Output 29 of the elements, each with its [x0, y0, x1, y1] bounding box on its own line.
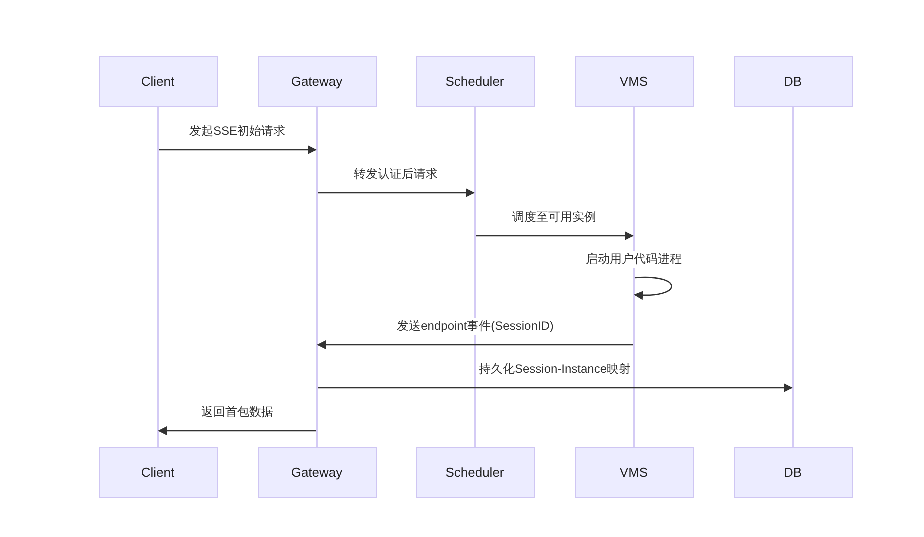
message-label: 发送endpoint事件(SessionID) — [395, 318, 556, 335]
participant-box: VMS — [574, 447, 694, 498]
participant-box: DB — [734, 56, 852, 107]
message-label: 转发认证后请求 — [352, 166, 440, 183]
participant-box: Client — [98, 447, 218, 498]
participant-box: Client — [98, 56, 218, 107]
lifeline — [792, 107, 794, 447]
message-arrow — [158, 426, 316, 436]
message-label: 调度至可用实例 — [510, 209, 598, 226]
message-arrow — [318, 188, 475, 198]
message-arrow — [476, 231, 634, 241]
message-label: 发起SSE初始请求 — [188, 123, 288, 140]
lifeline — [316, 107, 318, 447]
participant-box: Scheduler — [416, 56, 534, 107]
participant-box: VMS — [574, 56, 694, 107]
message-label: 持久化Session-Instance映射 — [476, 361, 634, 378]
participant-box: DB — [734, 447, 852, 498]
message-arrow — [317, 340, 633, 350]
message-label: 返回首包数据 — [200, 404, 276, 421]
message-arrow — [634, 276, 672, 300]
lifeline — [474, 107, 476, 447]
participant-box: Scheduler — [416, 447, 534, 498]
participant-box: Gateway — [258, 56, 376, 107]
message-label: 启动用户代码进程 — [584, 251, 684, 268]
message-arrow — [159, 145, 317, 155]
lifeline — [157, 107, 159, 447]
message-arrow — [318, 383, 793, 393]
participant-box: Gateway — [258, 447, 376, 498]
lifeline — [633, 107, 635, 447]
